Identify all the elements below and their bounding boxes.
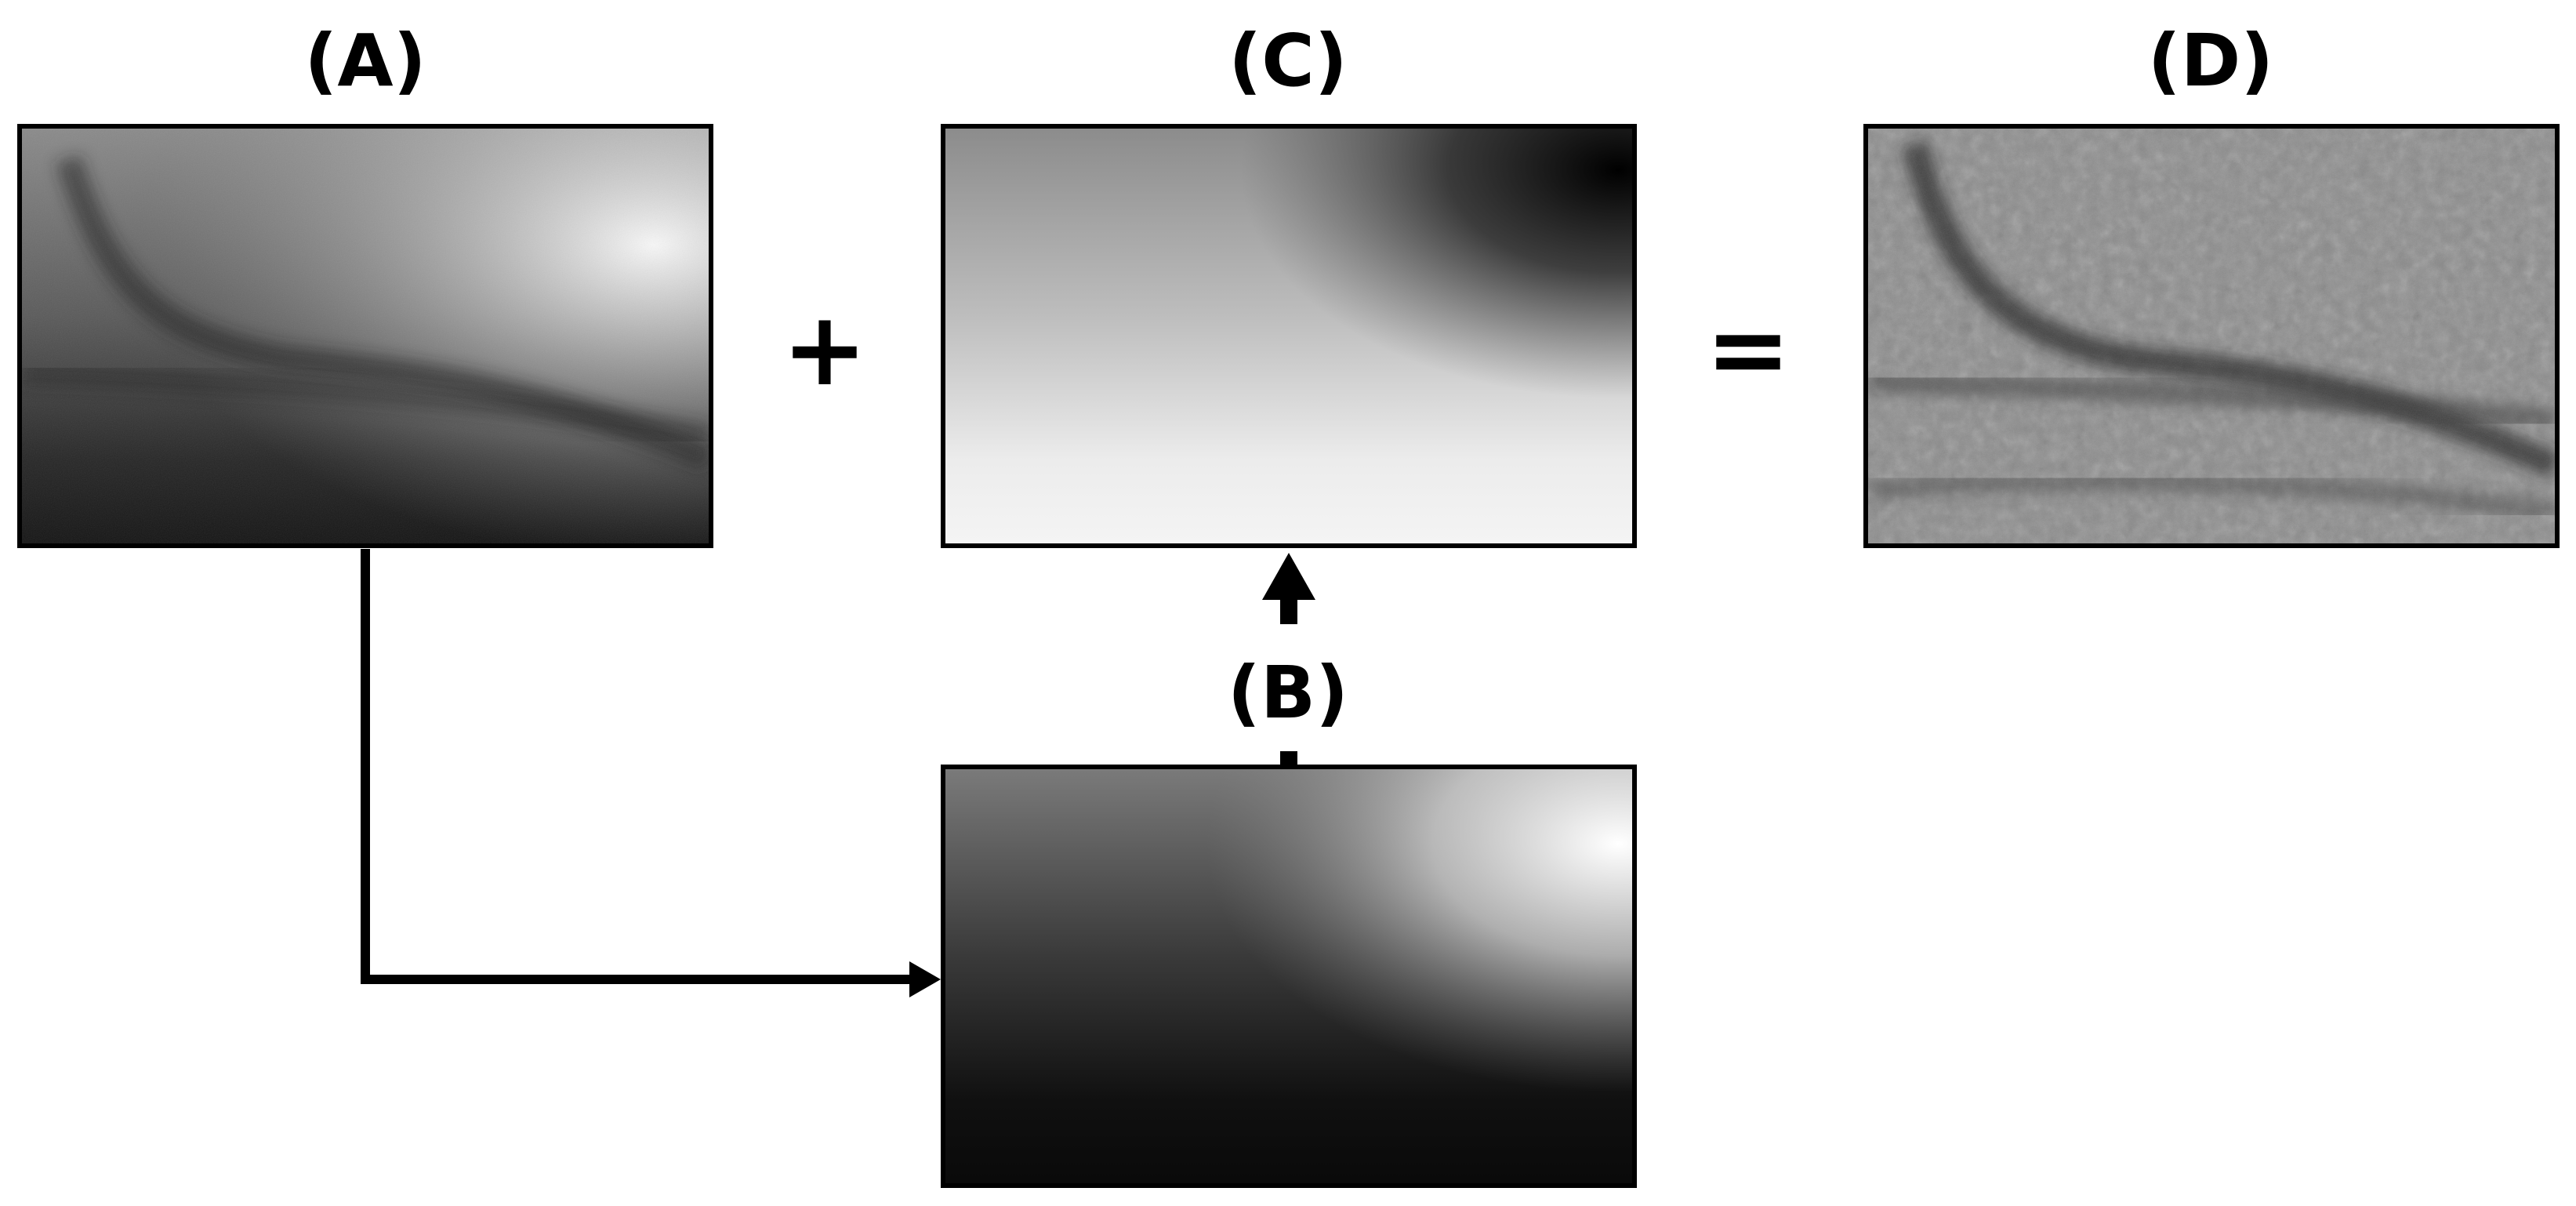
panel-a-image: [17, 124, 713, 548]
panel-c-graphic: [945, 129, 1632, 543]
a-to-b-arrowhead: [909, 961, 941, 997]
equals-operator: =: [1705, 289, 1791, 409]
panel-b-graphic: [945, 769, 1632, 1183]
panel-d-graphic: [1868, 129, 2555, 543]
panel-d-image: [1863, 124, 2560, 548]
panel-d-label: (D): [2147, 19, 2274, 103]
b-to-c-arrowhead: [1262, 553, 1315, 600]
panel-a-graphic: [22, 129, 709, 543]
plus-operator: +: [782, 289, 868, 409]
a-to-b-connector: [361, 549, 909, 984]
b-to-c-shaft: [1280, 596, 1297, 624]
panel-c-label: (C): [1228, 19, 1348, 103]
panel-b-label: (B): [1227, 651, 1349, 735]
panel-b-image: [941, 765, 1637, 1188]
panel-a-label: (A): [304, 19, 426, 103]
panel-c-image: [941, 124, 1637, 548]
b-to-c-stub: [1280, 751, 1297, 768]
